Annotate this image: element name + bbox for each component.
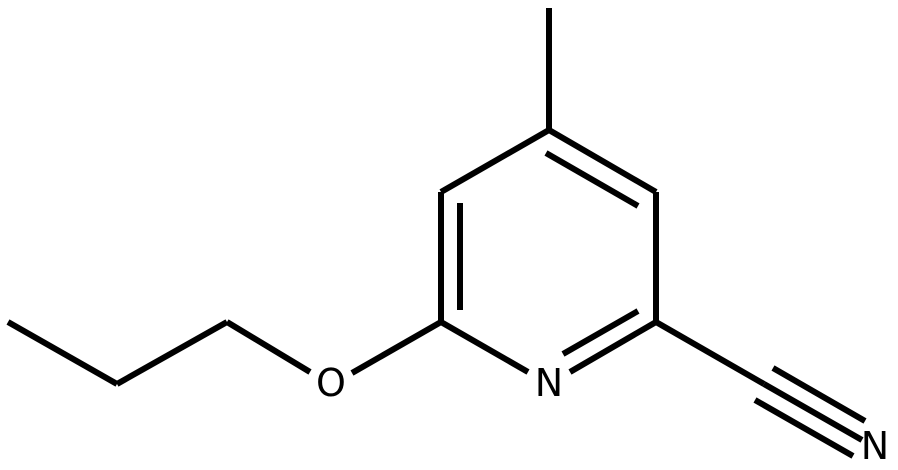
bond-c2-n1-inner: [561, 308, 640, 357]
bond-nitrile-triple-3: [753, 397, 855, 459]
bond-c2-cn: [654, 319, 766, 387]
bond-ch2-ch2: [115, 319, 229, 387]
bond-c2-n1: [568, 319, 658, 375]
bond-nitrile-triple-2: [771, 365, 867, 424]
bond-nitrile-triple-1: [762, 381, 864, 443]
bond-c6-o: [350, 319, 443, 376]
bond-o-ch2: [225, 319, 312, 375]
bond-c4-c3-inner: [544, 150, 640, 209]
bond-c5-c4: [439, 127, 551, 195]
bond-c4-c3: [547, 127, 658, 195]
ring-nitrogen-label: N: [535, 361, 563, 405]
ether-oxygen-label: O: [316, 361, 346, 405]
nitrile-nitrogen-label: N: [861, 424, 889, 468]
bond-ch2-ch3: [6, 319, 119, 387]
bond-n1-c6: [439, 319, 530, 375]
